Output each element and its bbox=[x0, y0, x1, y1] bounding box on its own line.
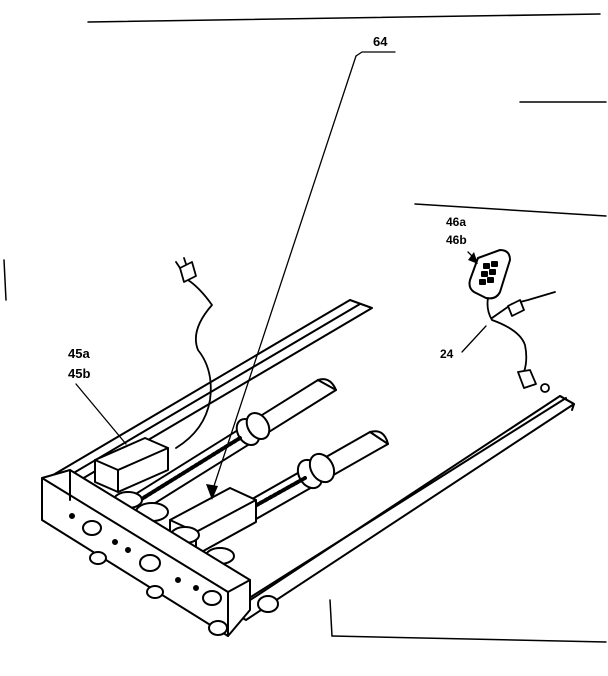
front-frame-rail bbox=[231, 395, 575, 621]
control-box-45 bbox=[94, 437, 169, 493]
leader-lines bbox=[75, 51, 487, 493]
frame-legs bbox=[89, 551, 279, 636]
threaded-rod-upper bbox=[138, 436, 242, 502]
ref-label-64: 64 bbox=[373, 34, 388, 49]
ref-label-46a: 46a bbox=[446, 215, 466, 229]
pendant-cord bbox=[486, 291, 556, 393]
hand-control-pendant bbox=[468, 249, 511, 300]
ref-label-45b: 45b bbox=[68, 366, 90, 381]
ref-label-46b: 46b bbox=[446, 233, 467, 247]
power-cord bbox=[175, 257, 213, 449]
page-border-lines bbox=[3, 13, 607, 643]
ref-label-45a: 45a bbox=[68, 346, 90, 361]
ref-label-24: 24 bbox=[440, 347, 454, 361]
leader-arrowheads bbox=[206, 252, 478, 500]
end-panel bbox=[41, 469, 251, 637]
